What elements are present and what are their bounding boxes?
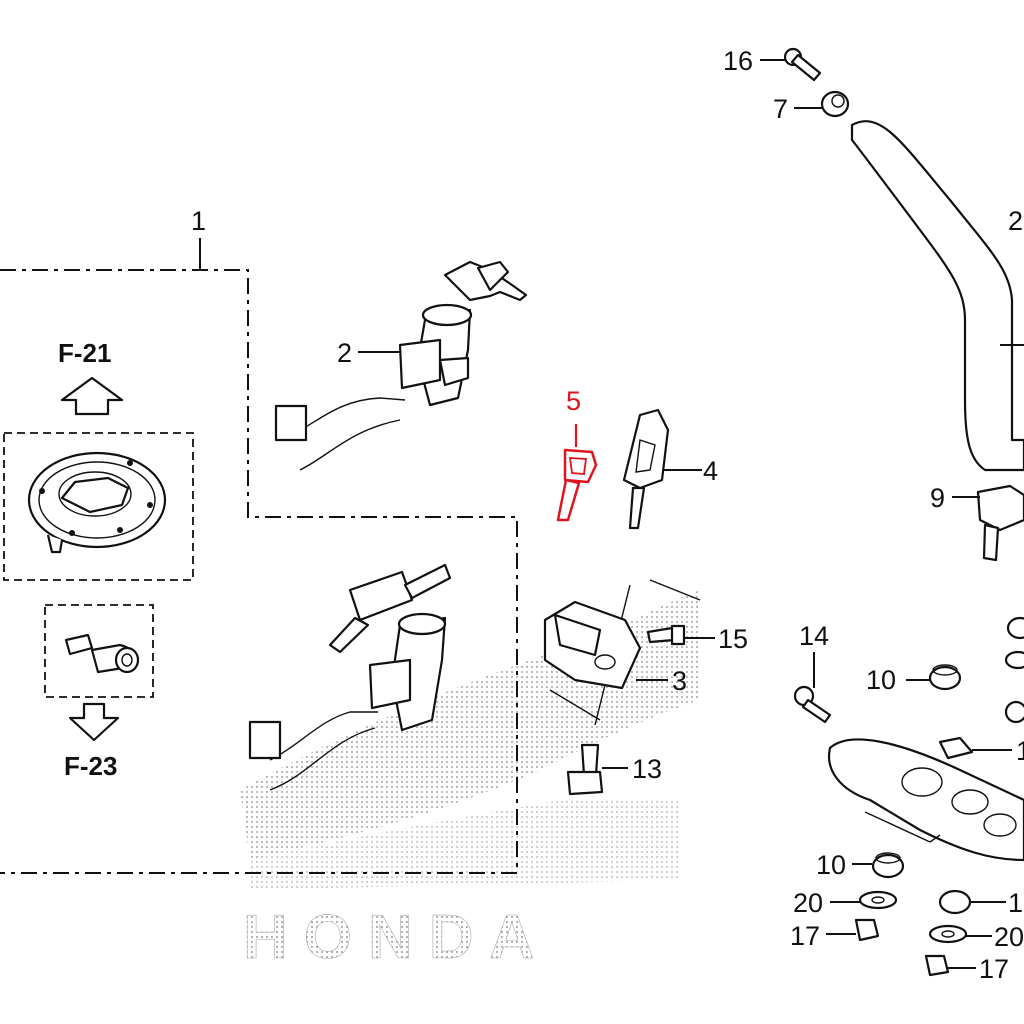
callout-9: 9 bbox=[930, 483, 945, 513]
key-5-highlighted bbox=[556, 448, 598, 522]
callout-1-right: 1 bbox=[1008, 888, 1023, 918]
callout-15: 15 bbox=[718, 624, 748, 654]
callout-2-upper: 2 bbox=[337, 338, 352, 368]
callout-20-right: 20 bbox=[994, 922, 1024, 952]
assembly-outline-1 bbox=[0, 269, 518, 874]
ignition-switch-upper bbox=[274, 260, 528, 471]
seat-lock bbox=[64, 633, 140, 674]
callout-7: 7 bbox=[773, 94, 788, 124]
washer-20-right bbox=[928, 924, 968, 944]
rubber-10-upper bbox=[928, 664, 962, 691]
callout-20-left: 20 bbox=[793, 888, 823, 918]
callout-5: 5 bbox=[566, 386, 581, 416]
rubber-1x bbox=[938, 889, 972, 915]
nut-17-right bbox=[924, 954, 950, 977]
callout-14: 14 bbox=[799, 621, 829, 651]
fuel-cap-box bbox=[3, 432, 194, 581]
down-arrow-icon bbox=[68, 702, 120, 742]
callout-10-lower: 10 bbox=[816, 850, 846, 880]
bolt-13 bbox=[566, 743, 604, 796]
callout-2-right: 2 bbox=[1008, 206, 1023, 236]
honda-watermark-text: HONDA bbox=[243, 903, 550, 972]
partial-parts-right-edge bbox=[938, 616, 1024, 760]
callout-10-upper: 10 bbox=[866, 665, 896, 695]
callout-1-edge: 1 bbox=[1016, 736, 1024, 766]
top-bridge bbox=[827, 738, 1024, 862]
ignition-switch-lower bbox=[248, 563, 452, 791]
nut-17-left bbox=[854, 918, 880, 942]
bolt-15 bbox=[646, 624, 686, 646]
bolt-16 bbox=[783, 47, 822, 82]
callout-17-right: 17 bbox=[979, 954, 1009, 984]
callout-4: 4 bbox=[703, 456, 718, 486]
ref-f21: F-21 bbox=[58, 338, 111, 368]
bolt-14 bbox=[793, 685, 832, 724]
callout-16: 16 bbox=[723, 46, 753, 76]
ref-f23: F-23 bbox=[64, 751, 117, 781]
seat-lock-box bbox=[44, 604, 154, 698]
bracket-3 bbox=[543, 579, 701, 726]
up-arrow-icon bbox=[60, 376, 124, 416]
collar-7 bbox=[820, 90, 850, 118]
fuel-cap bbox=[27, 451, 167, 554]
callout-13: 13 bbox=[632, 754, 662, 784]
handlebar bbox=[850, 120, 1024, 472]
rubber-10-lower bbox=[871, 852, 905, 879]
washer-20-left bbox=[858, 890, 898, 910]
callout-17-left: 17 bbox=[790, 921, 820, 951]
key-4 bbox=[622, 408, 670, 530]
callout-1: 1 bbox=[191, 206, 206, 236]
holder-9 bbox=[976, 484, 1024, 562]
callout-3: 3 bbox=[672, 666, 687, 696]
